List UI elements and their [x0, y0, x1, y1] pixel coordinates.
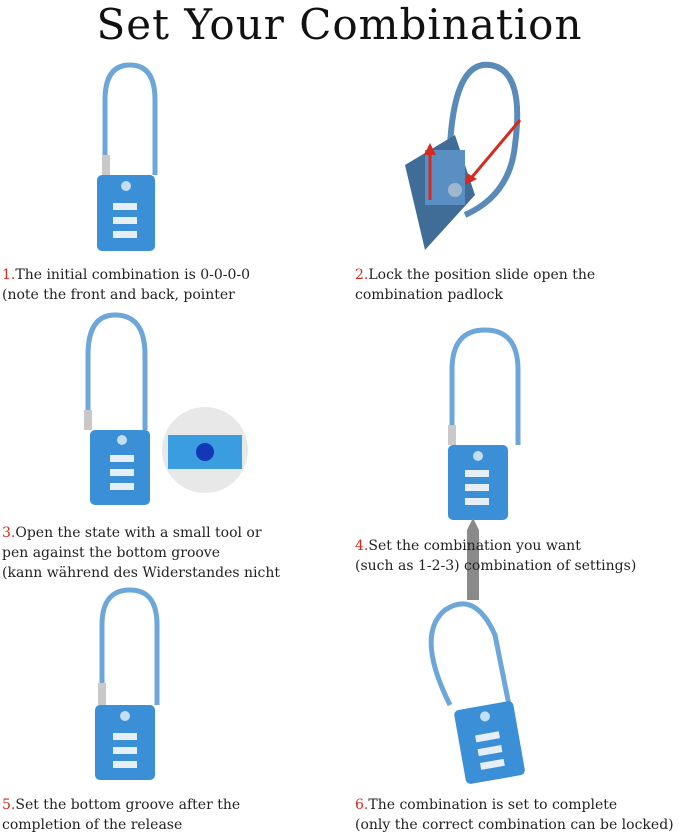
step-5-caption: 5.Set the bottom groove after the comple…: [2, 797, 241, 833]
step-6-caption: 6.The combination is set to complete (on…: [355, 797, 674, 833]
step-2-caption: 2.Lock the position slide open the combi…: [355, 267, 596, 303]
padlock-icon: [428, 601, 525, 784]
step-1-caption: 1.The initial combination is 0-0-0-0 (no…: [2, 267, 251, 303]
step-3-caption: 3.Open the state with a small tool or pe…: [2, 525, 281, 581]
padlock-icon: [448, 327, 521, 520]
release-button-icon: [162, 407, 248, 493]
padlock-icon: [84, 312, 150, 505]
padlock-icon: [97, 62, 158, 251]
padlock-icon: [95, 587, 160, 780]
padlock-closeup-icon: [405, 61, 522, 250]
step-4-caption: 4.Set the combination you want (such as …: [355, 538, 637, 574]
tool-pen-icon: [467, 518, 479, 600]
page-title: Set Your Combination: [96, 0, 583, 49]
